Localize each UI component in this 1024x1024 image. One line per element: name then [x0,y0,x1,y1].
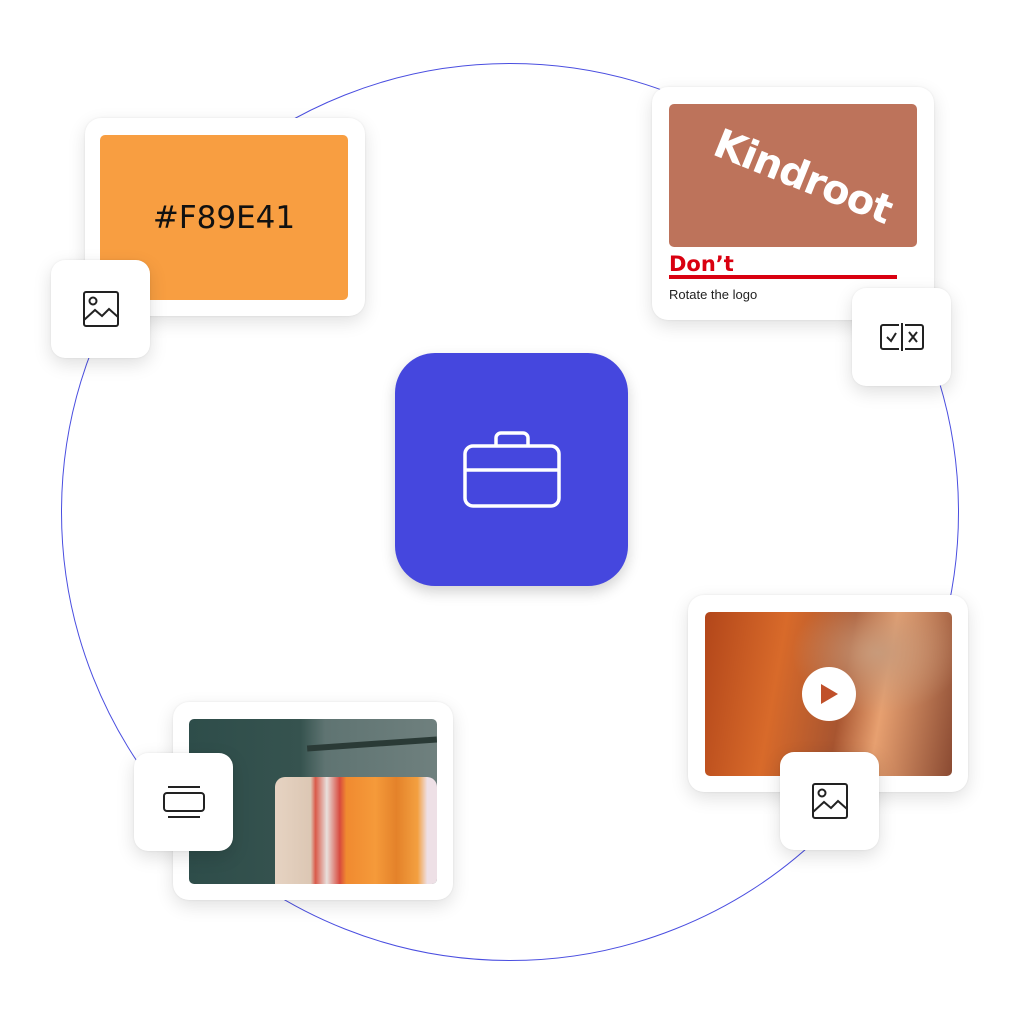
clothes-rail [306,736,437,752]
image-icon [82,291,119,327]
carousel-icon [162,786,205,818]
brand-logo: Kindroot [707,120,899,234]
center-toolkit-tile [395,353,628,586]
rule-caption: Rotate the logo [669,287,758,302]
orbit-ring [61,63,959,961]
image-tile [51,260,150,358]
image-icon [811,783,848,819]
image-tile [780,752,879,850]
verdict-label: Don’t [669,252,734,276]
briefcase-icon [462,430,561,508]
clothes [275,777,437,884]
hex-label: #F89E41 [152,199,296,236]
play-icon [821,684,838,704]
verdict-underline [669,275,897,279]
play-button[interactable] [802,667,856,721]
compare-tile [852,288,951,386]
logo-preview: Kindroot [669,104,917,247]
carousel-tile [134,753,233,851]
gallery-photo [189,719,437,884]
logo-rule-card: Kindroot Don’t Rotate the logo [652,87,934,320]
video-thumbnail[interactable] [705,612,952,776]
gallery-card [173,702,453,900]
compare-check-x-icon [879,323,924,351]
video-card [688,595,968,792]
